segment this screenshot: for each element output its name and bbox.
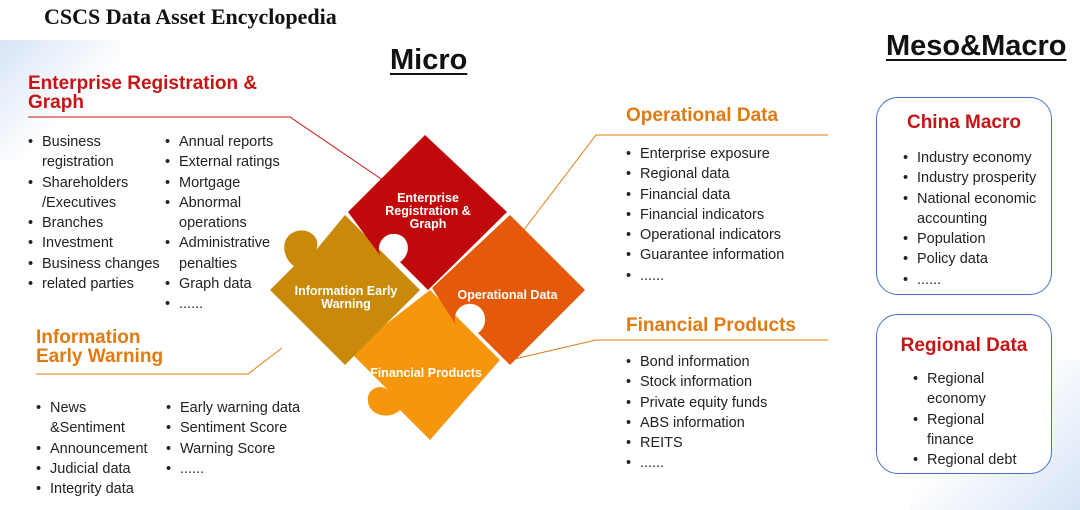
list-item: Investment [28,233,163,254]
list-item: ...... [626,266,816,287]
regional-data-list: Regional economy Regional finance Region… [913,369,1033,471]
puzzle-label-information-early-warning: Information Early Warning [294,284,398,311]
puzzle-piece-enterprise-registration [348,135,507,290]
list-item: Administrative penalties [165,233,290,274]
connector-warning [36,347,283,375]
china-macro-list: Industry economy Industry prosperity Nat… [903,148,1043,290]
enterprise-list-col2: Annual reports External ratings Mortgage… [165,132,290,315]
list-item: Industry prosperity [903,168,1043,189]
list-item: Enterprise exposure [626,144,816,165]
list-item: Financial data [626,185,816,206]
list-item: Graph data [165,274,290,295]
list-item: REITS [626,433,816,454]
list-item: Branches [28,213,163,234]
list-item: Bond information [626,352,816,373]
list-item: Abnormal operations [165,193,290,234]
regional-data-box: Regional Data Regional economy Regional … [876,314,1052,474]
list-item: Annual reports [165,132,290,153]
list-item: Warning Score [166,439,316,460]
puzzle-piece-information-early-warning [270,215,420,365]
china-macro-title: China Macro [906,112,1022,133]
puzzle-piece-operational-data [432,215,585,365]
operational-section-title: Operational Data [626,105,779,126]
connector-enterprise [28,116,391,186]
connector-operational [519,134,828,236]
list-item: ...... [166,459,316,480]
list-item: Regional economy [913,369,1033,410]
list-item: Population [903,229,1043,250]
connector-financial [509,339,828,361]
list-item: ...... [903,270,1043,291]
list-item: Announcement [36,439,161,460]
operational-list: Enterprise exposure Regional data Financ… [626,144,816,286]
list-item: ...... [626,453,816,474]
heading-micro: Micro [390,44,468,76]
list-item: ABS information [626,413,816,434]
financial-list: Bond information Stock information Priva… [626,352,816,474]
list-item: Regional debt [913,450,1033,471]
list-item: National economic accounting [903,189,1043,230]
heading-meso-macro: Meso&Macro [886,30,1067,62]
list-item: Regional data [626,164,816,185]
list-item: ...... [165,294,290,315]
list-item: Integrity data [36,479,161,500]
list-item: News &Sentiment [36,398,161,439]
list-item: Business registration [28,132,163,173]
list-item: Shareholders /Executives [28,173,163,214]
list-item: Sentiment Score [166,418,316,439]
list-item: Judicial data [36,459,161,480]
list-item: related parties [28,274,163,295]
puzzle-piece-financial-products [350,290,500,440]
list-item: Stock information [626,372,816,393]
list-item: Early warning data [166,398,316,419]
china-macro-box: China Macro Industry economy Industry pr… [876,97,1052,295]
list-item: Guarantee information [626,245,816,266]
list-item: External ratings [165,152,290,173]
regional-data-title: Regional Data [900,335,1028,356]
list-item: Policy data [903,249,1043,270]
list-item: Financial indicators [626,205,816,226]
enterprise-list-col1: Business registration Shareholders /Exec… [28,132,163,295]
financial-section-title: Financial Products [626,315,796,336]
warning-list-col1: News &Sentiment Announcement Judicial da… [36,398,161,500]
enterprise-section-title: Enterprise Registration & Graph [28,73,258,113]
list-item: Industry economy [903,148,1043,169]
puzzle-label-operational-data: Operational Data [457,288,558,302]
puzzle-label-financial-products: Financial Products [370,366,482,380]
list-item: Private equity funds [626,393,816,414]
page-title: CSCS Data Asset Encyclopedia [44,4,337,29]
list-item: Operational indicators [626,225,816,246]
list-item: Mortgage [165,173,290,194]
warning-list-col2: Early warning data Sentiment Score Warni… [166,398,316,479]
warning-section-title: Information Early Warning [36,327,164,367]
list-item: Business changes [28,254,163,275]
puzzle-label-enterprise: Enterprise Registration & Graph [385,191,471,231]
list-item: Regional finance [913,410,1033,451]
puzzle-graphic [270,135,585,440]
